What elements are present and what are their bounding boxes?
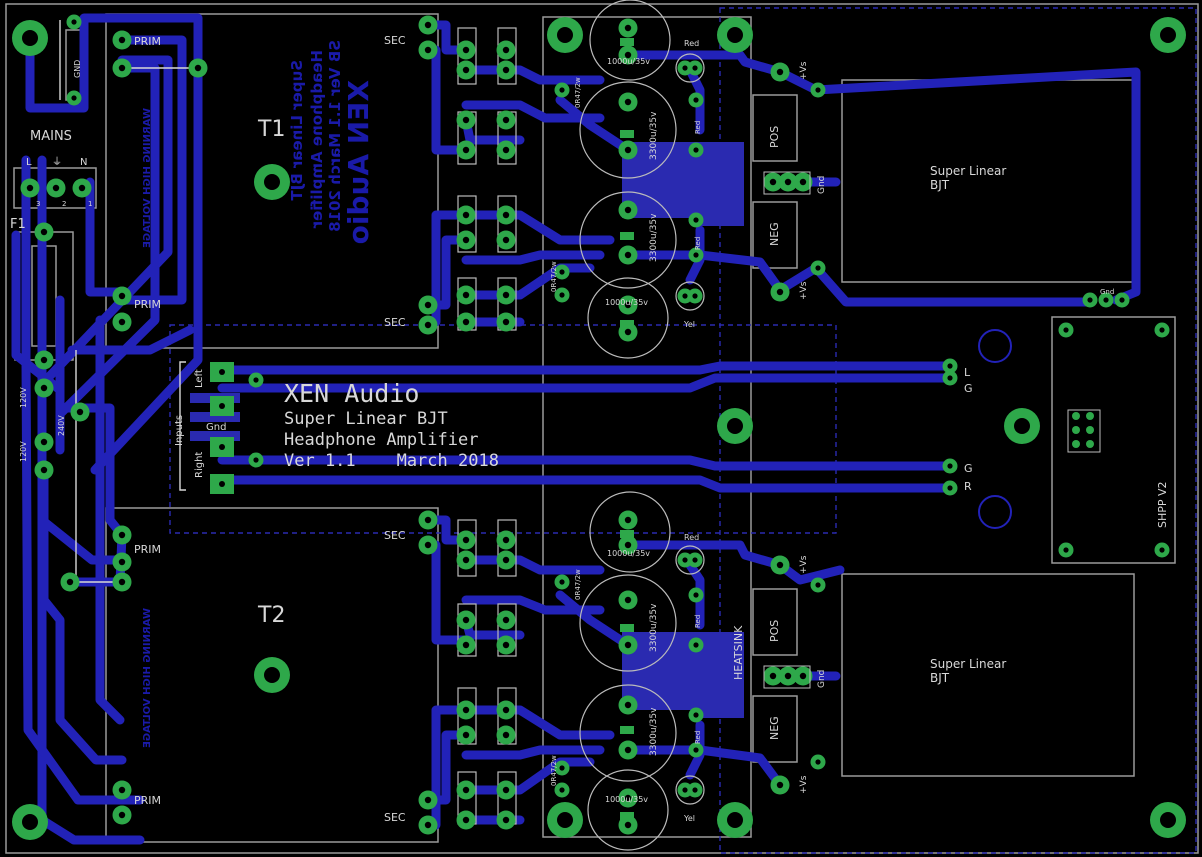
in-l-label: L [964,366,971,379]
led-yel-2: Yel [683,814,695,823]
board-outline [5,3,1199,854]
term-2: 2 [62,200,66,208]
t1-sec-bottom: SEC [384,316,406,329]
res-4: 0R47/2w [550,755,558,786]
bottom-headphone: Headphone Amplifier [308,50,326,229]
res-red-2: Red [694,237,702,250]
pos-label-1: POS [768,126,781,148]
t2-sec-bottom: SEC [384,811,406,824]
term-n: N [80,157,87,168]
heatsink-label: HEATSINK [732,625,745,680]
vs-plus-2: +Vs [799,555,809,574]
bottom-super-linear: Super Linear BJT [288,60,306,201]
t2-prim-bottom: PRIM [134,794,161,807]
v120b-label: 120V [19,441,28,462]
v240-label: 240V [57,415,66,436]
title-version: Ver 1.1 March 2018 [284,451,499,471]
cap-small-2: 1000u/35v [605,298,648,307]
t1-prim-bottom: PRIM [134,298,161,311]
neg-label-2: NEG [768,716,781,740]
in-g2-label: G [964,462,973,475]
gnd-small-label: GND [73,60,82,78]
vs-plus-1: +Vs [799,61,809,80]
res-3: 0R47/2w [574,569,582,600]
t2-prim-top: PRIM [134,543,161,556]
mounting-holes [12,17,1186,840]
cap-small-3: 1000u/35v [607,549,650,558]
right-label: Right [194,452,205,478]
title-block: XEN Audio Super Linear BJT Headphone Amp… [284,379,499,471]
in-g1-label: G [964,382,973,395]
led-red-2: Red [684,533,699,542]
term-3: 3 [36,200,40,208]
neg-label-1: NEG [768,222,781,246]
silk-labels: MAINS F1 L ⏚ N 3 2 1 GND 120V 240V 120V … [10,34,1169,824]
cap-big-1: 3300u/35v [649,111,659,160]
cap-small-1: 1000u/35v [607,57,650,66]
title-xen-audio: XEN Audio [284,379,419,408]
res-red-3: Red [694,615,702,628]
t1-sec-top: SEC [384,34,406,47]
term-e: ⏚ [52,156,62,168]
gnd-conn-1: Gnd [817,176,827,194]
t2-label: T2 [257,603,285,628]
gnd-input-label: Gnd [206,422,226,433]
hdr-gnd-label: Gnd [1100,288,1114,296]
t1-label: T1 [257,117,285,142]
vs-minus-1: +Vs [799,281,809,300]
pos-label-2: POS [768,620,781,642]
bottom-xen-audio: XEN Audio [342,80,375,244]
term-l: L [26,157,32,168]
gnd-conn-2: Gnd [817,670,827,688]
amp2-super-linear: Super Linear [930,657,1006,671]
cap-big-2: 3300u/35v [649,213,659,262]
v120a-label: 120V [19,387,28,408]
led-red-1: Red [684,39,699,48]
left-label: Left [194,369,205,388]
bottom-text-t1: XEN Audio SB Ver 1.1 March 2018 Headphon… [288,40,375,244]
shpp-label: SHPP V2 [1156,481,1169,528]
pads [20,14,1170,835]
res-red-4: Red [694,731,702,744]
bottom-version: SB Ver 1.1 March 2018 [326,40,344,232]
amp2-bjt: BJT [930,671,950,685]
fuse-label: F1 [10,217,26,232]
res-red-1: Red [694,121,702,134]
cap-big-3: 3300u/35v [649,603,659,652]
mains-label: MAINS [30,129,72,144]
title-headphone: Headphone Amplifier [284,430,478,450]
t1-prim-top: PRIM [134,35,161,48]
res-2: 0R47/2w [550,261,558,292]
in-r-label: R [964,480,972,493]
cap-small-4: 1000u/35v [605,795,648,804]
inputs-label: Inputs [174,415,185,446]
warning-text-t2: WARNING HIGH VOLTAGE [142,608,153,748]
led-yel-1: Yel [683,320,695,329]
warning-text-t1: WARNING HIGH VOLTAGE [142,108,153,248]
vs-minus-2: +Vs [799,775,809,794]
title-super-linear: Super Linear BJT [284,409,448,429]
amp1-super-linear: Super Linear [930,164,1006,178]
term-1: 1 [88,200,92,208]
t2-sec-top: SEC [384,529,406,542]
res-1: 0R47/2w [574,77,582,108]
cap-big-4: 3300u/35v [649,707,659,756]
amp1-bjt: BJT [930,178,950,192]
